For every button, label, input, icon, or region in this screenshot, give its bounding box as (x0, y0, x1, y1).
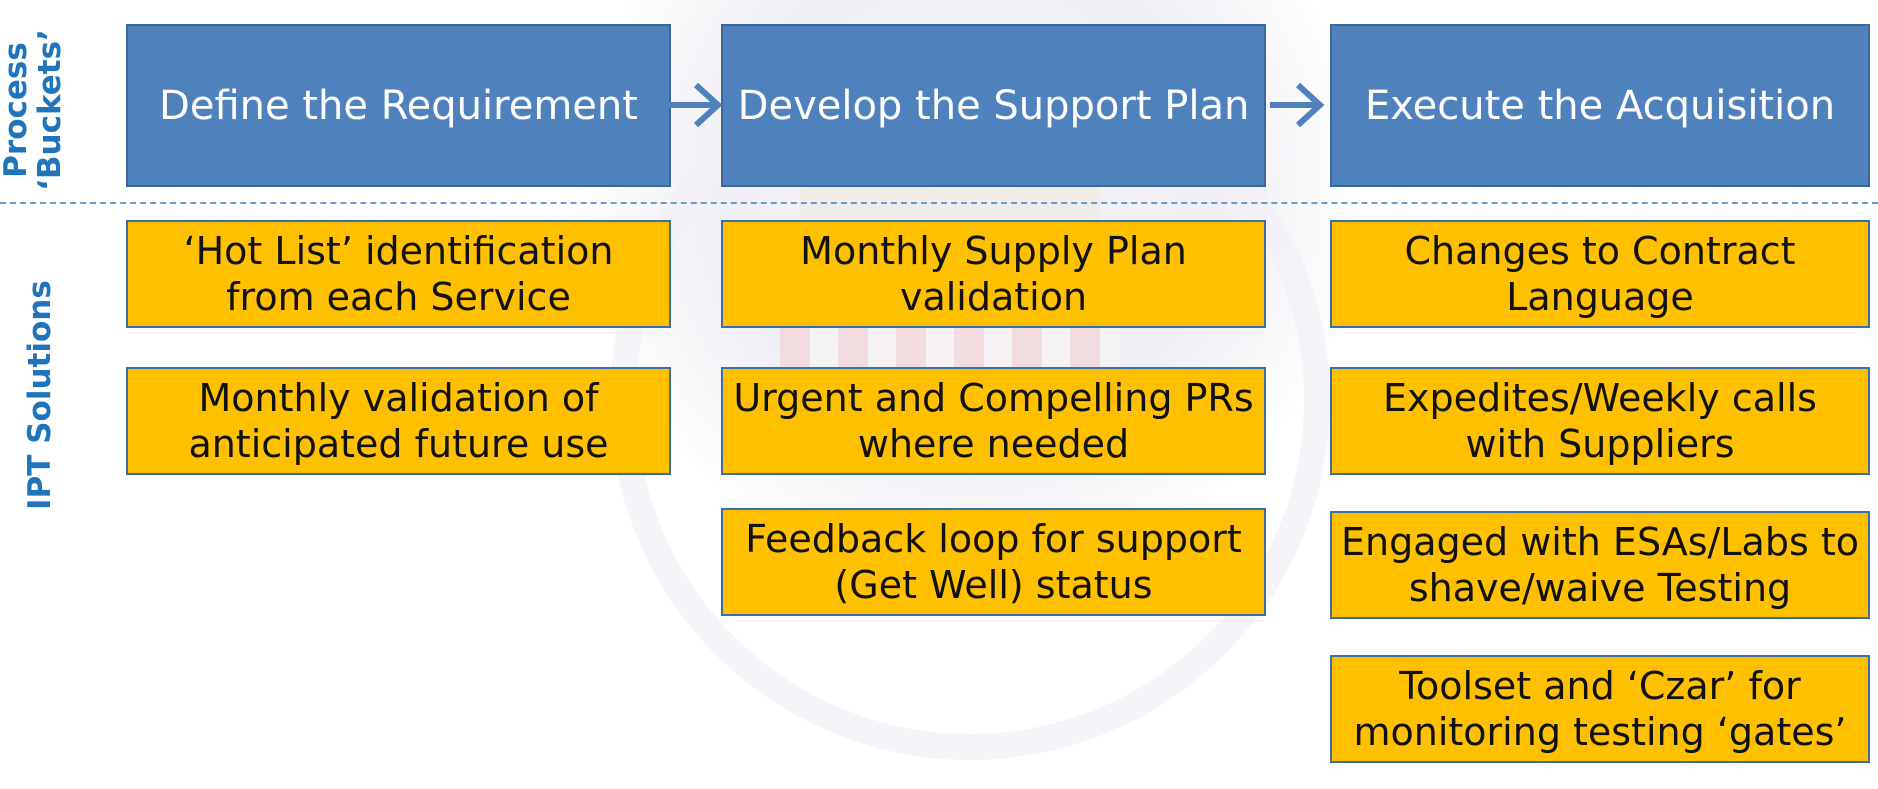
bucket-define-requirement: Define the Requirement (126, 24, 671, 187)
ipt-solutions-label: IPT Solutions (22, 280, 58, 510)
arrow-right-icon (1270, 82, 1325, 128)
solution-toolset-czar: Toolset and ‘Czar’ for monitoring testin… (1330, 655, 1870, 763)
solution-engaged-esas-labs: Engaged with ESAs/Labs to shave/waive Te… (1330, 511, 1870, 619)
bucket-develop-support-plan: Develop the Support Plan (721, 24, 1266, 187)
solution-expedites-weekly-calls: Expedites/Weekly calls with Suppliers (1330, 367, 1870, 475)
arrow-right-icon (668, 82, 723, 128)
section-divider (0, 202, 1878, 204)
solution-feedback-loop: Feedback loop for support (Get Well) sta… (721, 508, 1266, 616)
solution-hot-list: ‘Hot List’ identification from each Serv… (126, 220, 671, 328)
solution-monthly-validation: Monthly validation of anticipated future… (126, 367, 671, 475)
solution-urgent-compelling: Urgent and Compelling PRs where needed (721, 367, 1266, 475)
process-buckets-label: Process ‘Buckets’ (0, 29, 68, 191)
solution-monthly-supply-plan: Monthly Supply Plan validation (721, 220, 1266, 328)
bucket-execute-acquisition: Execute the Acquisition (1330, 24, 1870, 187)
solution-contract-language: Changes to Contract Language (1330, 220, 1870, 328)
